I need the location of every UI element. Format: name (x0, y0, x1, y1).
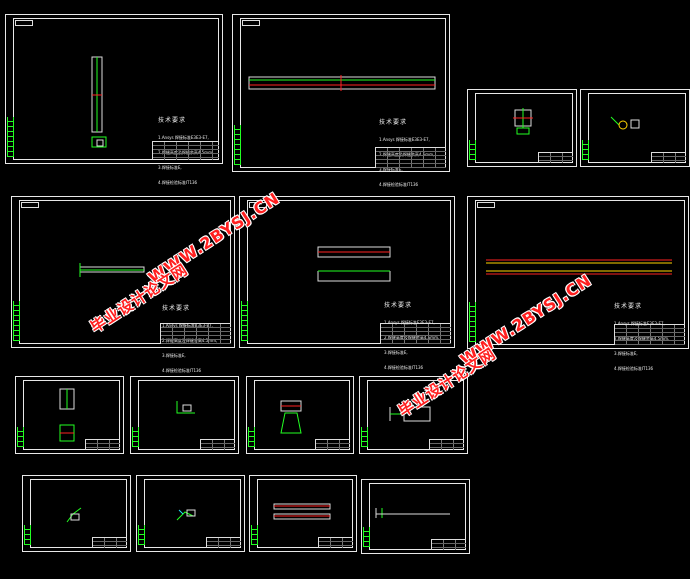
sheet-border (369, 483, 466, 550)
sheet-tab (242, 20, 260, 26)
revision-strip (582, 140, 589, 160)
drawing-sheet-14 (249, 475, 357, 552)
revision-strip (241, 301, 248, 341)
drawing-sheet-8 (15, 376, 124, 454)
revision-strip (469, 140, 476, 160)
tech-req-line: 1.Ansys 焊接标准E3E3-E7, (384, 320, 439, 325)
sheet-tab (21, 202, 39, 208)
tech-req-heading: 技术要求 (379, 119, 408, 126)
title-block (375, 147, 446, 168)
tech-req-line: 3.焊接标准E, (614, 351, 638, 356)
title-block (315, 439, 350, 450)
vertical-beam-drawing (91, 56, 107, 148)
sheet-border (475, 200, 685, 345)
tech-req-heading: 技术要求 (162, 305, 191, 312)
revision-strip (13, 301, 20, 341)
title-block (200, 439, 235, 450)
sheet-border (367, 380, 464, 450)
drawing-sheet-13 (136, 475, 245, 552)
channel-frame-drawing (317, 246, 391, 282)
revision-strip (251, 525, 258, 545)
revision-strip (17, 427, 24, 447)
sheet-border (257, 479, 353, 548)
sheet-tab (249, 202, 267, 208)
drawing-sheet-15 (361, 479, 470, 554)
title-block (92, 537, 127, 548)
bracket-detail-drawing (610, 116, 640, 130)
title-block (431, 539, 466, 550)
cantilever-arm-drawing (79, 263, 145, 277)
sheet-border (247, 200, 451, 344)
sheet-tab (15, 20, 33, 26)
drawing-sheet-9 (130, 376, 239, 454)
sheet-border (23, 380, 120, 450)
sheet-border (13, 18, 219, 160)
clamp-detail-drawing (176, 509, 196, 521)
title-block (85, 439, 120, 450)
drawing-sheet-10 (246, 376, 354, 454)
tech-req-line: 4.焊接检验标准IT136 (384, 365, 424, 370)
drawing-sheet-12 (22, 475, 131, 552)
revision-strip (361, 427, 368, 447)
flange-plate-drawing (389, 406, 431, 422)
title-block (152, 141, 219, 160)
revision-strip (363, 527, 370, 547)
tech-req-line: 4.焊接检验标准IT136 (614, 366, 654, 371)
sheet-border (138, 380, 235, 450)
cross-section-drawing (513, 108, 533, 135)
tech-req-line: 1.Ansys 焊接标准E3E3-E7, (379, 137, 430, 142)
sheet-border (588, 93, 686, 163)
drawing-sheet-7: 技术要求 1.Ansys 焊接标准E3E3-E7, 2.焊缝高度及焊缝余高4.5… (467, 196, 689, 371)
revision-strip (24, 525, 31, 545)
title-block (651, 152, 686, 163)
title-block (380, 323, 451, 344)
sheet-border (30, 479, 127, 548)
sheet-border (254, 380, 350, 450)
drawing-sheet-1: 技术要求 1.Ansys 焊接标准E3E3-E7, 2.焊缝高度及焊缝余高4.5… (5, 14, 223, 185)
tech-req-heading: 技术要求 (384, 302, 413, 309)
revision-strip (234, 125, 241, 165)
sheet-border (19, 200, 231, 344)
bar-with-flange-drawing (375, 508, 450, 518)
drawing-sheet-4 (580, 89, 690, 167)
long-rail-drawing (486, 259, 672, 275)
tech-req-line: 1.Ansys 焊接标准E3E3-E7, (614, 321, 669, 326)
drawing-sheet-2: 技术要求 1.Ansys 焊接标准E3E3-E7, 2.焊缝高度及焊缝余高4.5… (232, 14, 450, 187)
tech-req-line: 4.焊接检验标准IT136 (162, 368, 202, 373)
title-block (160, 323, 231, 344)
sheet-border (475, 93, 573, 163)
double-rail-drawing (273, 503, 331, 520)
title-block (614, 324, 685, 345)
title-block (538, 152, 573, 163)
title-block (429, 439, 464, 450)
sheet-border (144, 479, 241, 548)
sheet-tab (477, 202, 495, 208)
title-block (206, 537, 241, 548)
sheet-border (240, 18, 446, 168)
tech-req-line: 1.Ansys 焊接标准E3E3-E7, (158, 135, 209, 140)
tech-req-line: 4.焊接检验标准IT136 (379, 182, 419, 187)
drawing-sheet-11 (359, 376, 468, 454)
tech-req-line: 3.焊接标准E, (158, 165, 182, 170)
drawing-sheet-5: 技术要求 1.Ansys 焊接标准E3E3-E7, 2.焊缝高度及焊缝余高4.5… (11, 196, 235, 373)
tech-req-line: 3.焊接标准E, (384, 350, 408, 355)
revision-strip (7, 117, 14, 157)
revision-strip (248, 427, 255, 447)
revision-strip (469, 302, 476, 342)
gusset-drawing (280, 400, 302, 434)
drawing-sheet-6: 技术要求 1.Ansys 焊接标准E3E3-E7, 2.焊缝高度及焊缝余高4.5… (239, 196, 455, 370)
drawing-sheet-3 (467, 89, 577, 167)
tech-req-heading: 技术要求 (158, 117, 187, 124)
angle-bracket-drawing (176, 401, 195, 414)
tech-req-line: 3.焊接标准E, (379, 167, 403, 172)
plate-views-drawing (59, 388, 75, 442)
revision-strip (138, 525, 145, 545)
revision-strip (132, 427, 139, 447)
tech-req-line: 4.焊接检验标准IT136 (158, 180, 198, 185)
long-beam-drawing (248, 75, 436, 91)
tech-req-line: 3.焊接标准E, (162, 353, 186, 358)
tech-req-heading: 技术要求 (614, 303, 643, 310)
hook-detail-drawing (66, 507, 82, 523)
title-block (318, 537, 353, 548)
